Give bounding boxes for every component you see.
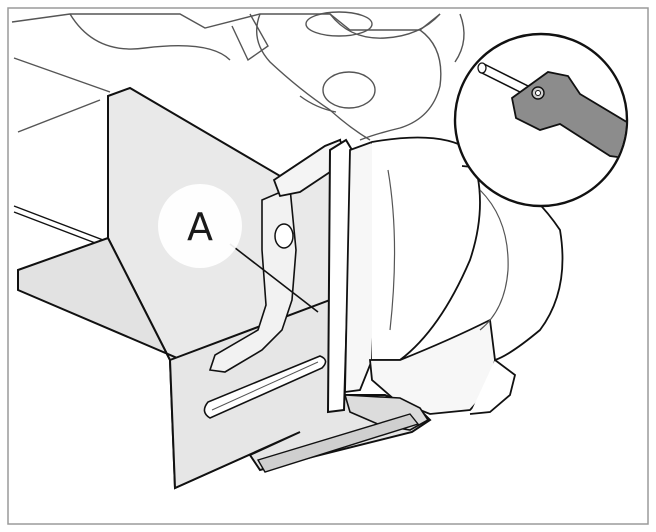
callout-a-label: A — [187, 205, 213, 249]
background-structure — [11, 11, 465, 141]
bracket-slot-edge — [211, 361, 319, 411]
rubber-duct — [344, 136, 564, 415]
magnified-clip-detail-icon — [453, 32, 629, 208]
callout-leader-line — [229, 243, 319, 313]
callout-a-background — [158, 184, 242, 268]
bracket-rib-hole — [274, 223, 294, 249]
callout-a: A — [158, 184, 242, 268]
bracket-slot — [203, 355, 327, 419]
lower-tab-edge — [256, 413, 420, 473]
